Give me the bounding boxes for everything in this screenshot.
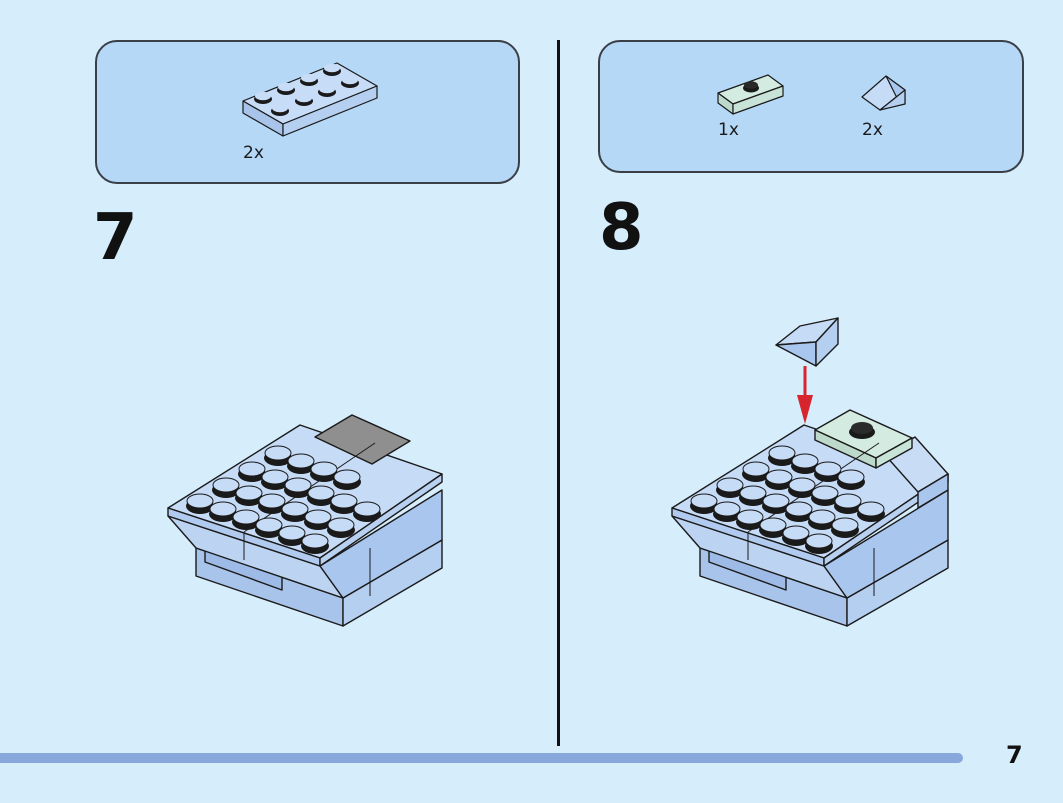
stud-top [811, 485, 839, 501]
stud-top [690, 493, 718, 509]
stud-top [742, 461, 770, 477]
stud-top [808, 509, 836, 525]
stud-top [831, 517, 859, 533]
progress-bar [0, 753, 963, 763]
stud-top [301, 533, 329, 549]
stud-top [834, 493, 862, 509]
stud-top [255, 517, 283, 533]
stud-top [814, 461, 842, 477]
stud-top [739, 485, 767, 501]
step-number: 7 [93, 201, 138, 275]
step-divider [557, 40, 560, 746]
part-quantity: 2x [862, 120, 883, 140]
parts-callout-step-8 [598, 40, 1024, 173]
stud-top [736, 509, 764, 525]
part-quantity: 1x [718, 120, 739, 140]
stud-top [304, 509, 332, 525]
step-number: 8 [599, 191, 644, 265]
stud-top [238, 461, 266, 477]
stud-top [857, 501, 885, 517]
stud-top [261, 469, 289, 485]
stud-top [759, 517, 787, 533]
stud-top [353, 501, 381, 517]
stud-top [791, 453, 819, 469]
stud-top [716, 477, 744, 493]
stud-top [762, 493, 790, 509]
stud-top [281, 501, 309, 517]
stud-top [278, 525, 306, 541]
stud-top [788, 477, 816, 493]
stud-top [287, 453, 315, 469]
stud-top [785, 501, 813, 517]
stud-top [264, 445, 292, 461]
stud-top [284, 477, 312, 493]
stud-top [768, 445, 796, 461]
stud-top [333, 469, 361, 485]
stud-top [330, 493, 358, 509]
stud-top [713, 501, 741, 517]
stud-top [310, 461, 338, 477]
stud-top [258, 493, 286, 509]
stud-top [186, 493, 214, 509]
part-quantity: 2x [243, 143, 264, 163]
stud-top [232, 509, 260, 525]
stud-top [212, 477, 240, 493]
stud-top [765, 469, 793, 485]
stud-top [782, 525, 810, 541]
stud-top [307, 485, 335, 501]
page-number: 7 [1006, 741, 1023, 769]
stud-top [327, 517, 355, 533]
stud-top [805, 533, 833, 549]
stud-top [235, 485, 263, 501]
stud-top [837, 469, 865, 485]
stud-top [209, 501, 237, 517]
